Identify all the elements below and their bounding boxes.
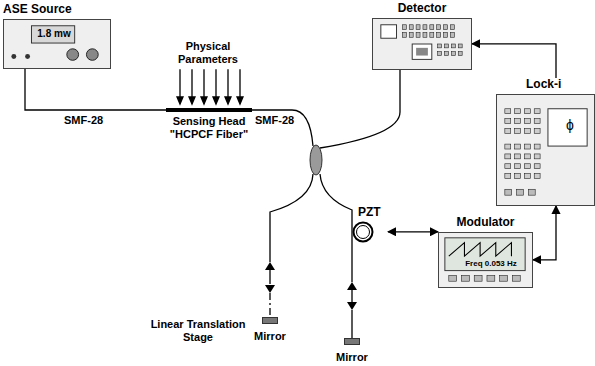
- connector: [25, 69, 166, 110]
- instrument-body: ϕ: [496, 94, 595, 206]
- hcpcf-fiber: [166, 108, 252, 112]
- connector: [388, 231, 438, 232]
- text-label: Linear Translation Stage: [150, 318, 246, 343]
- node-mirror: Mirror: [330, 338, 374, 364]
- instrument-body: Freq 0.053 Hz: [438, 232, 533, 288]
- connector: [472, 44, 556, 78]
- display-text: 1.8 mw: [34, 28, 74, 40]
- instrument-panel: [4, 20, 110, 68]
- pzt-coil: [352, 220, 388, 244]
- instrument-heading: Lock-i: [496, 78, 595, 92]
- mirror-label: Mirror: [330, 351, 374, 364]
- node-mirror: Mirror: [248, 317, 292, 343]
- node-pzt: PZT: [352, 206, 388, 244]
- node-inst: ASE Source 1.8 mw: [3, 3, 111, 69]
- node-inst: Detector: [372, 2, 472, 70]
- display-text: Freq 0.053 Hz: [457, 259, 525, 268]
- instrument-panel: [373, 19, 471, 69]
- text-label: SMF-28: [255, 114, 305, 127]
- pzt-label: PZT: [352, 206, 388, 220]
- mirror-plate: [344, 338, 360, 345]
- instrument-heading: ASE Source: [3, 3, 111, 17]
- node-inst: Lock-i ϕ: [496, 78, 595, 206]
- instrument-heading: Detector: [372, 2, 472, 16]
- node-inst: ModulatorFreq 0.053 Hz: [438, 216, 533, 288]
- mirror-label: Mirror: [248, 330, 292, 343]
- connector: [533, 206, 556, 260]
- text-label: Physical Parameters: [168, 40, 248, 65]
- instrument-panel: [497, 95, 594, 205]
- instrument-body: [372, 18, 472, 70]
- text-label: SMF-28: [64, 114, 114, 127]
- node-bar: Sensing Head "HCPCF Fiber": [166, 102, 252, 140]
- sensing-head-label: Sensing Head "HCPCF Fiber": [166, 115, 252, 140]
- instrument-body: 1.8 mw: [3, 19, 111, 69]
- mirror-plate: [262, 317, 278, 324]
- instrument-heading: Modulator: [438, 216, 533, 230]
- display-text: ϕ: [563, 117, 577, 133]
